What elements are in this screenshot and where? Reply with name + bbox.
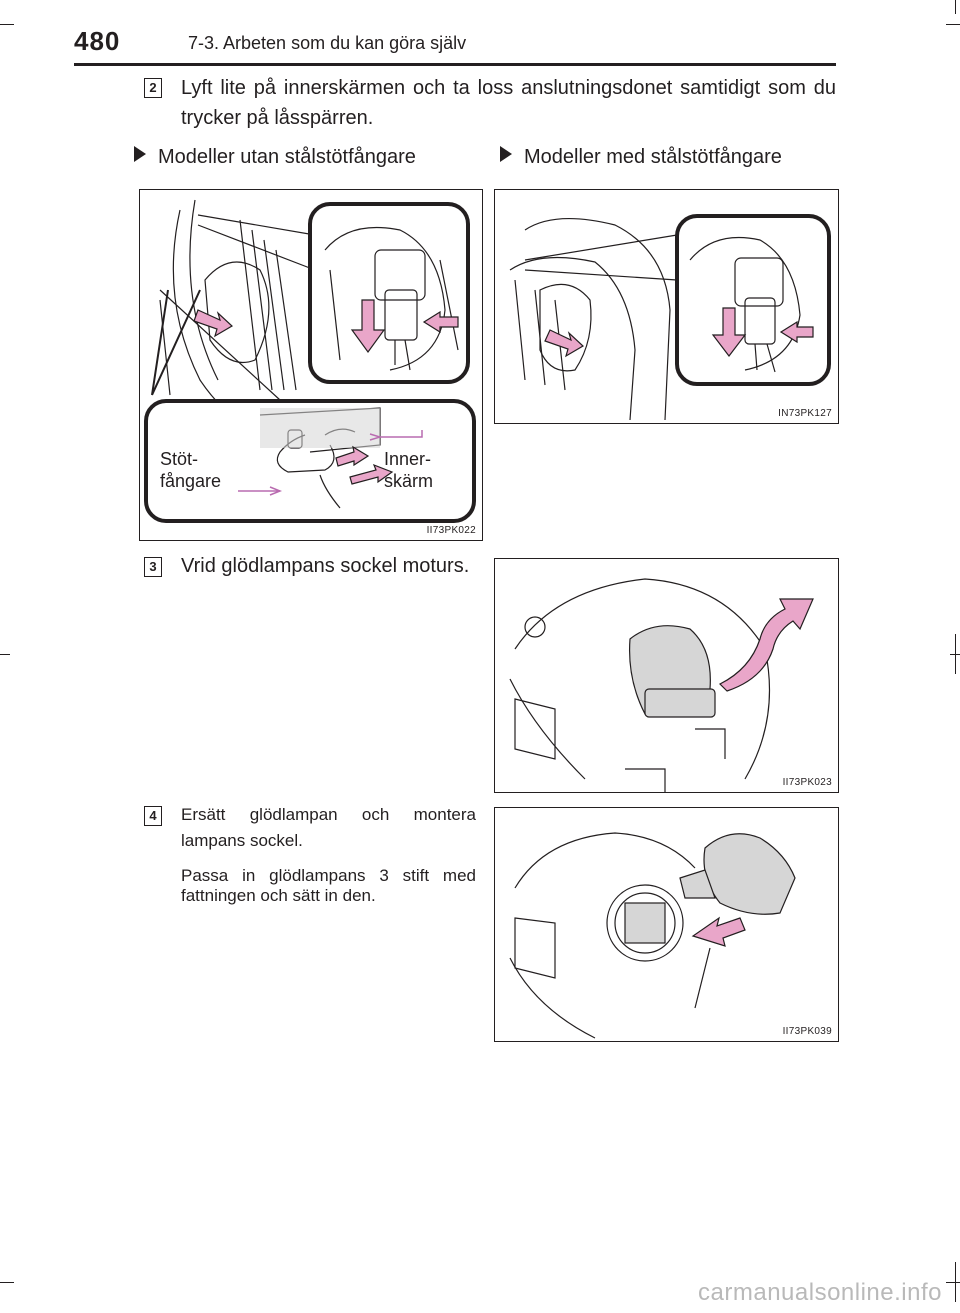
figure-code: II73PK039: [782, 1026, 832, 1037]
variant-label: Modeller utan stålstötfångare: [158, 146, 416, 168]
step-text: Vrid glödlampans sockel moturs.: [181, 555, 470, 577]
step-note: Passa in glödlampans 3 stift med fattnin…: [181, 866, 476, 905]
bumper-label: Stöt- fångare: [160, 449, 222, 491]
figure-connector-without-steel-bumper: Stöt- fångare Inner- skärm II73PK022: [139, 189, 483, 541]
triangle-bullet-icon: [134, 146, 146, 162]
illustration-bulb-install: [509, 832, 796, 1039]
crop-mark: [0, 1282, 14, 1283]
crop-mark: [955, 634, 956, 674]
figure-code: IN73PK127: [778, 408, 832, 419]
crop-mark: [946, 1282, 960, 1283]
inner-fender-label: Inner- skärm: [384, 449, 433, 491]
step-number-badge: 3: [144, 557, 162, 577]
crop-mark: [955, 0, 956, 14]
step-number-badge: 2: [144, 78, 162, 98]
triangle-bullet-icon: [500, 146, 512, 162]
illustration-bulb-socket-rotate: [509, 578, 814, 792]
figure-connector-with-steel-bumper: IN73PK127: [494, 189, 839, 424]
variant-heading-left: Modeller utan stålstötfångare: [134, 146, 416, 169]
crop-mark: [0, 24, 14, 25]
figure-code: II73PK022: [426, 525, 476, 536]
illustration-steel-bumper-connector: [509, 214, 831, 421]
figure-code: II73PK023: [782, 777, 832, 788]
step-number-badge: 4: [144, 806, 162, 826]
crop-mark: [955, 1262, 956, 1302]
header-rule: [74, 63, 836, 66]
illustration-fender-connector: [144, 199, 476, 523]
figure-rotate-bulb-socket: II73PK023: [494, 558, 839, 793]
crop-mark: [0, 654, 10, 655]
variant-heading-right: Modeller med stålstötfångare: [500, 146, 782, 169]
page-number: 480: [74, 26, 121, 56]
section-title: 7-3. Arbeten som du kan göra själv: [188, 33, 467, 53]
figure-install-bulb: II73PK039: [494, 807, 839, 1042]
crop-mark: [946, 24, 960, 25]
watermark: carmanualsonline.info: [698, 1279, 942, 1306]
step-text: Lyft lite på innerskärmen och ta loss an…: [181, 77, 836, 129]
variant-label: Modeller med stålstötfångare: [524, 146, 782, 168]
step-text: Ersätt glödlampan och montera lampans so…: [181, 805, 476, 850]
